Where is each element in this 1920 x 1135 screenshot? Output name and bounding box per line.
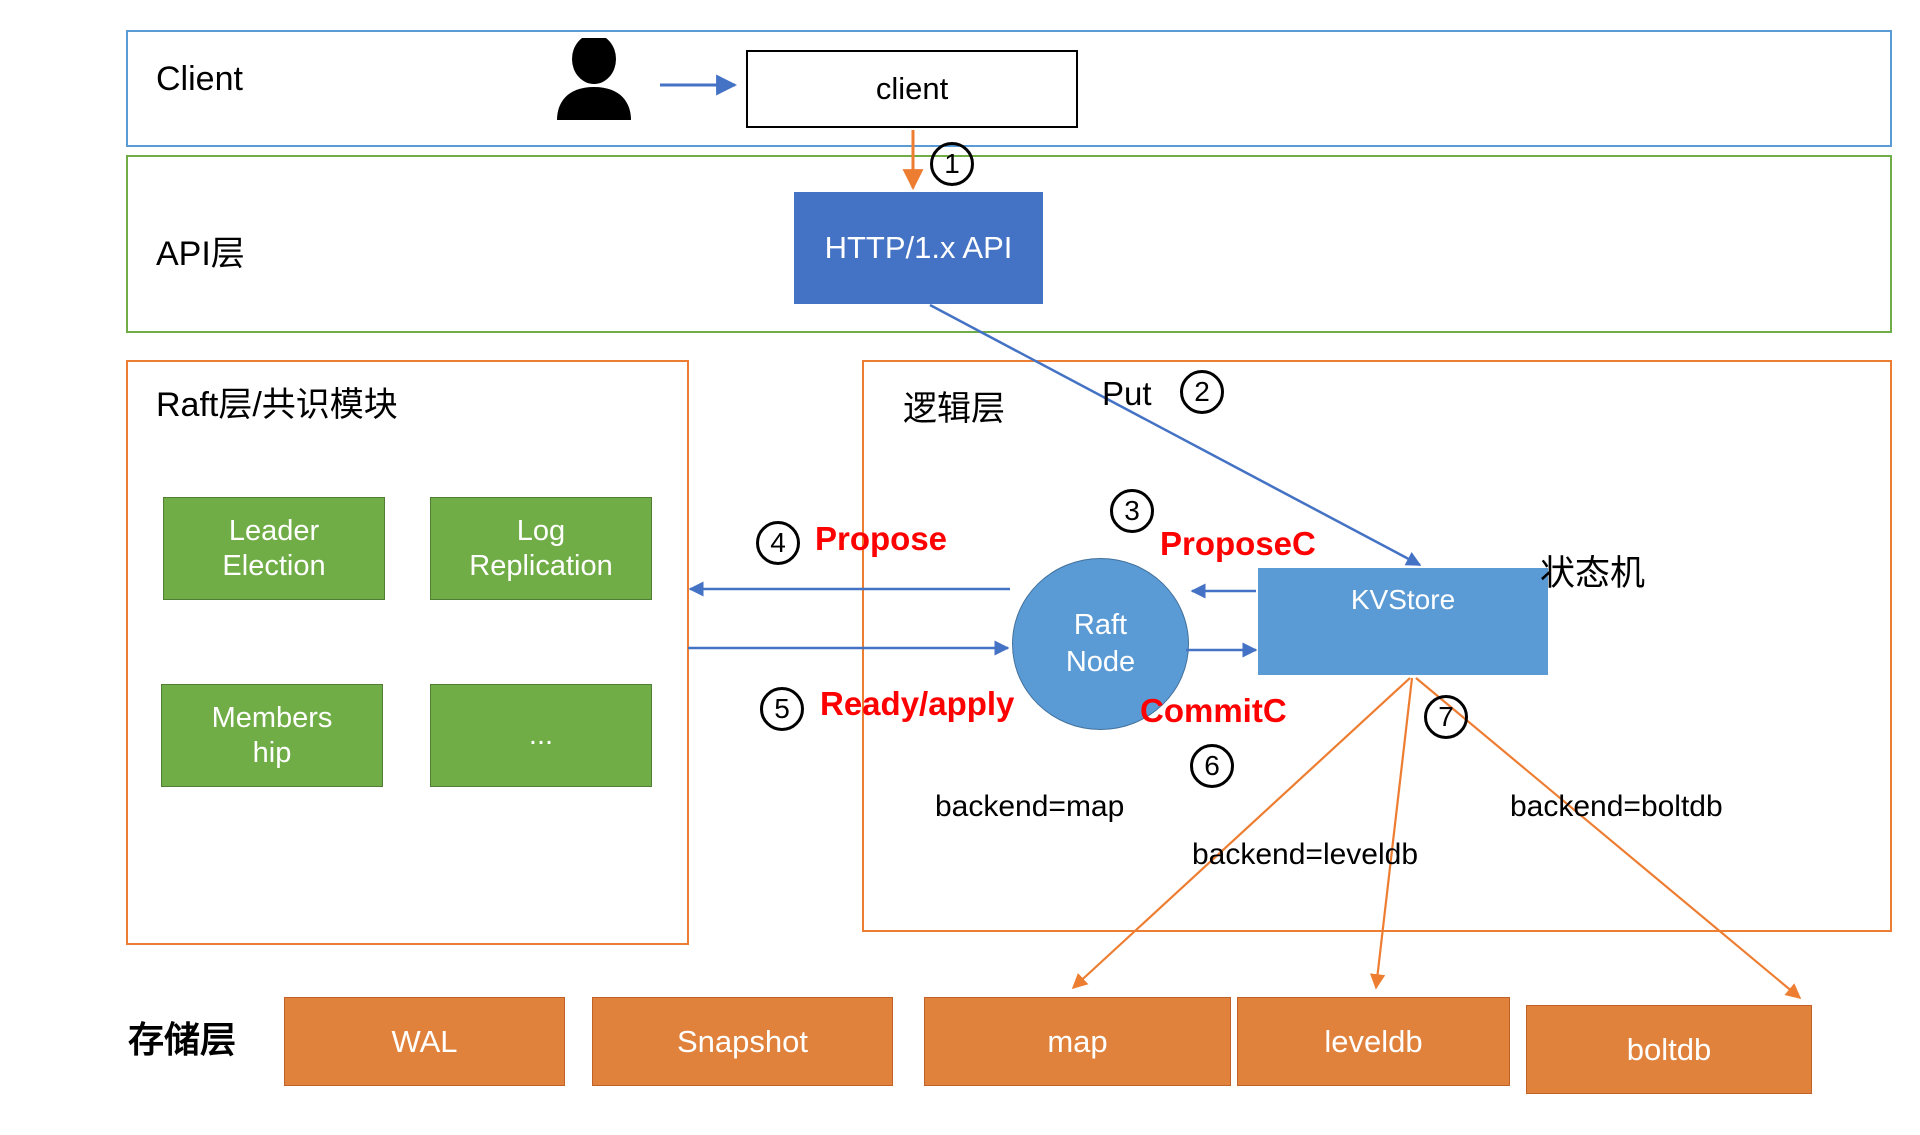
- label-state-machine: 状态机: [1540, 554, 1646, 593]
- label-proposec: ProposeC: [1160, 525, 1316, 562]
- storage-layer-title: 存储层: [128, 1019, 237, 1060]
- module-label: Members hip: [212, 701, 333, 771]
- label-put: Put: [1102, 375, 1152, 412]
- label-ready-apply: Ready/apply: [820, 685, 1015, 722]
- client-layer-title: Client: [156, 60, 243, 98]
- storage-box-wal[interactable]: WAL: [284, 997, 565, 1086]
- module-line2: Replication: [469, 549, 613, 582]
- step-badge-6: 6: [1190, 744, 1234, 788]
- step-badge-2: 2: [1180, 370, 1224, 414]
- storage-box-snapshot[interactable]: Snapshot: [592, 997, 893, 1086]
- label-backend-boltdb: backend=boltdb: [1510, 790, 1723, 823]
- label-commitc: CommitC: [1140, 692, 1287, 729]
- module-label: Leader Election: [222, 514, 325, 584]
- storage-box-map[interactable]: map: [924, 997, 1231, 1086]
- module-label: Log Replication: [469, 514, 612, 584]
- module-line2: Election: [222, 549, 326, 582]
- http-api-box[interactable]: HTTP/1.x API: [794, 192, 1043, 304]
- kvstore-box[interactable]: KVStore: [1258, 568, 1548, 675]
- api-layer-title: API层: [156, 235, 245, 273]
- storage-box-boltdb[interactable]: boltdb: [1526, 1005, 1812, 1094]
- user-person-icon: [557, 38, 631, 120]
- module-line1: Log: [516, 514, 566, 547]
- logic-layer-title: 逻辑层: [903, 390, 1005, 428]
- module-more[interactable]: ...: [430, 684, 652, 787]
- raft-layer-frame: [126, 360, 689, 945]
- label-backend-map: backend=map: [935, 790, 1125, 823]
- step-badge-5: 5: [760, 687, 804, 731]
- module-membership[interactable]: Members hip: [161, 684, 383, 787]
- module-leader-election[interactable]: Leader Election: [163, 497, 385, 600]
- storage-box-leveldb[interactable]: leveldb: [1237, 997, 1510, 1086]
- label-propose: Propose: [815, 520, 948, 557]
- module-line1: ...: [528, 719, 554, 752]
- step-badge-7: 7: [1424, 695, 1468, 739]
- step-badge-3: 3: [1110, 489, 1154, 533]
- raft-node-line1: Raft: [1073, 608, 1128, 641]
- label-backend-leveldb: backend=leveldb: [1192, 838, 1419, 871]
- step-badge-1: 1: [930, 142, 974, 186]
- module-line2: hip: [252, 736, 292, 769]
- module-line1: Leader: [228, 514, 320, 547]
- module-line1: Members: [211, 701, 333, 734]
- client-node-box[interactable]: client: [746, 50, 1078, 128]
- raft-layer-title: Raft层/共识模块: [156, 386, 398, 424]
- step-badge-4: 4: [756, 521, 800, 565]
- module-log-replication[interactable]: Log Replication: [430, 497, 652, 600]
- raft-node-line2: Node: [1065, 646, 1136, 678]
